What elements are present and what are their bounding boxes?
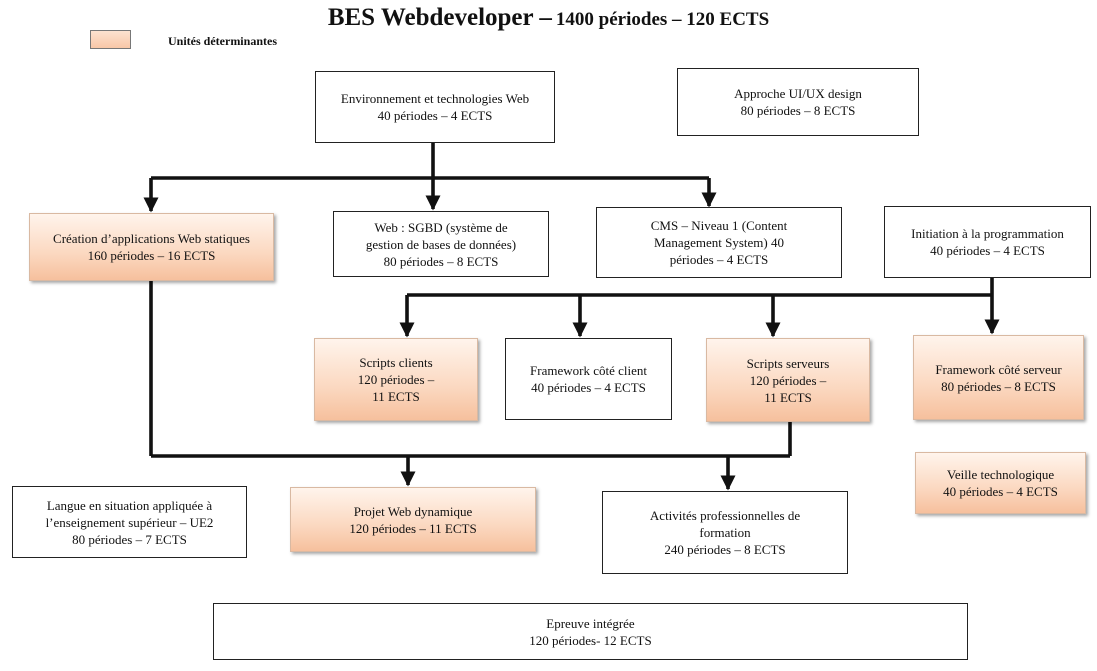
unit-line: formation: [699, 525, 751, 540]
unit-activites: Activités professionnelles de formation 24…: [602, 491, 848, 574]
unit-line: 120 périodes – 11 ECTS: [349, 520, 477, 536]
unit-line: Framework côté serveur: [935, 361, 1062, 377]
unit-line: Projet Web dynamique: [353, 503, 473, 519]
diagram-title: BES Webdeveloper – 1400 périodes – 120 E…: [0, 4, 1097, 32]
unit-line: l’enseignement supérieur – UE2: [45, 514, 214, 530]
unit-line: Approche UI/UX design: [734, 86, 862, 101]
unit-line: Veille technologique: [946, 467, 1055, 482]
unit-line: Web : SGBD (système de: [374, 219, 508, 235]
unit-line: périodes – 4 ECTS: [669, 252, 769, 267]
unit-fw-client: Framework côté client 40 périodes – 4 ECT…: [505, 338, 672, 420]
unit-line: 80 périodes – 8 ECTS: [740, 103, 856, 118]
legend-label: Unités déterminantes: [168, 34, 277, 48]
unit-veille: Veille technologique 40 périodes – 4 ECTS: [915, 452, 1086, 514]
unit-line: 40 périodes – 4 ECTS: [377, 108, 493, 123]
unit-line: Langue en situation appliquée à: [46, 497, 213, 513]
unit-line: 120 périodes –: [749, 372, 827, 388]
unit-line: 160 périodes – 16 ECTS: [87, 248, 216, 263]
title-main: BES Webdeveloper –: [327, 4, 552, 31]
unit-scripts-clients: Scripts clients 120 périodes – 11 ECTS: [314, 338, 478, 421]
unit-line: Initiation à la programmation: [911, 226, 1064, 241]
unit-web-statique: Création d’applications Web statiques 160…: [29, 213, 274, 281]
unit-line: Scripts serveurs: [746, 355, 830, 371]
legend-swatch: [90, 30, 131, 49]
unit-line: 120 périodes –: [357, 372, 435, 387]
unit-line: 11 ECTS: [764, 389, 812, 405]
unit-line: CMS – Niveau 1 (Content: [650, 218, 788, 233]
unit-line: 40 périodes – 4 ECTS: [531, 380, 646, 395]
unit-line: 80 périodes – 8 ECTS: [383, 253, 499, 269]
unit-line: 40 périodes – 4 ECTS: [943, 484, 1058, 499]
title-sub: 1400 périodes – 120 ECTS: [555, 9, 770, 30]
unit-line: gestion de bases de données): [365, 236, 517, 252]
unit-env-web: Environnement et technologies Web 40 péri…: [315, 71, 555, 143]
unit-line: Epreuve intégrée: [546, 615, 635, 631]
unit-line: 80 périodes – 8 ECTS: [941, 378, 1056, 394]
unit-line: 80 périodes – 7 ECTS: [72, 531, 187, 547]
unit-line: 120 périodes- 12 ECTS: [529, 632, 652, 648]
unit-line: Création d’applications Web statiques: [53, 231, 250, 246]
unit-line: Management System) 40: [654, 235, 784, 250]
unit-line: Framework côté client: [530, 363, 647, 378]
unit-line: Activités professionnelles de: [649, 508, 801, 523]
unit-line: 11 ECTS: [372, 389, 420, 404]
unit-line: Environnement et technologies Web: [340, 91, 530, 106]
unit-line: 40 périodes – 4 ECTS: [930, 243, 1045, 258]
unit-uiux: Approche UI/UX design 80 périodes – 8 ECT…: [677, 68, 919, 136]
unit-line: Scripts clients: [359, 355, 433, 370]
unit-line: 240 périodes – 8 ECTS: [664, 542, 786, 557]
unit-init-prog: Initiation à la programmation 40 périodes…: [884, 206, 1091, 278]
